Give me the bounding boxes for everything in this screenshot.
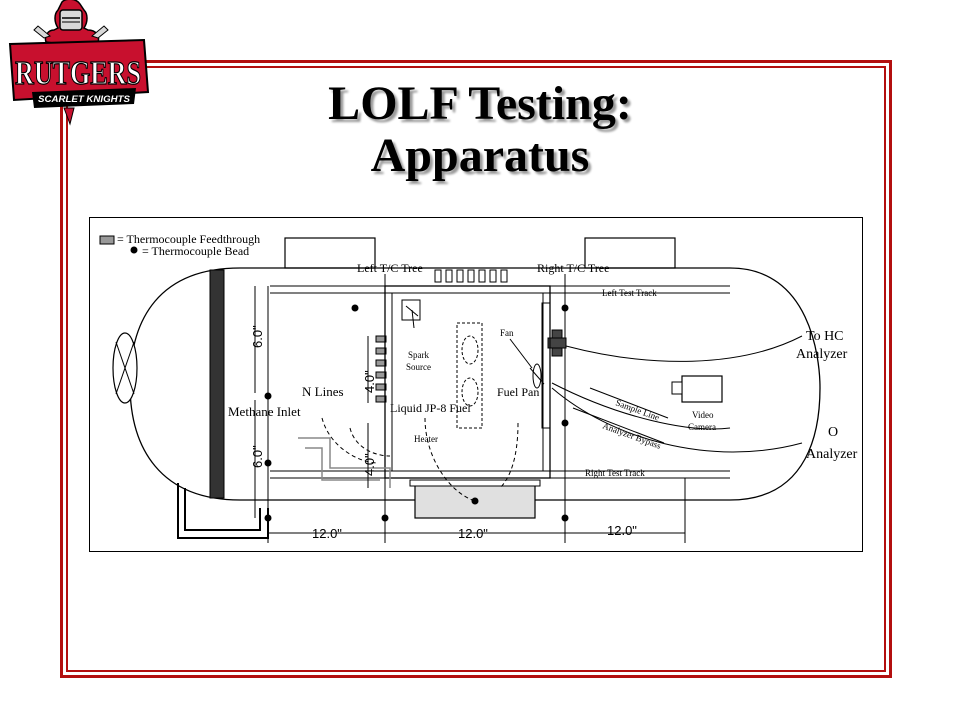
logo-wordmark: RUTGERS	[15, 55, 141, 92]
slide-frame-inner	[66, 66, 886, 672]
n2-piping	[298, 437, 391, 488]
o2-sample-line	[551, 387, 803, 453]
slide-title: LOLF Testing: Apparatus	[180, 78, 780, 182]
n2-lines-label: N Lines	[302, 384, 344, 399]
heater-label: Heater	[414, 434, 438, 444]
sample-line-label: Sample Line	[614, 397, 660, 422]
legend: = Thermocouple Feedthrough = Thermocoupl…	[99, 232, 260, 258]
rutgers-logo: RUTGERS SCARLET KNIGHTS	[8, 0, 150, 126]
title-line-1: LOLF Testing:	[328, 77, 632, 130]
to-hc-analyzer-label-2: Analyzer	[796, 347, 848, 362]
dim-inner-upper: 4.0"	[362, 370, 377, 393]
legend-bead: = Thermocouple Bead	[142, 244, 249, 258]
legend-feedthrough-swatch	[99, 235, 115, 245]
video-camera-label-2: Camera	[688, 422, 716, 432]
apparatus-diagram: = Thermocouple Feedthrough = Thermocoupl…	[89, 217, 863, 552]
title-line-2: Apparatus	[370, 129, 590, 182]
spark-source-label-2: Source	[406, 362, 431, 372]
thermocouple-beads	[264, 304, 569, 522]
o2-analyzer-label-1: O	[828, 425, 838, 440]
left-test-track-label: Left Test Track	[602, 288, 657, 298]
fuel-pan-label: Fuel Pan	[497, 385, 539, 399]
logo-tagline: SCARLET KNIGHTS	[38, 94, 130, 104]
liquid-jp8-fuel-label: Liquid JP-8 Fuel	[390, 401, 471, 415]
analyzer-bypass-label: Analyzer Bypass	[601, 420, 662, 451]
fuel-column	[456, 322, 483, 429]
dim-width-left: 12.0"	[312, 526, 342, 541]
dim-inner-lower: 4.0"	[362, 453, 377, 476]
dim-height-upper: 6.0"	[250, 325, 265, 348]
apparatus-schematic: = Thermocouple Feedthrough = Thermocoupl…	[99, 232, 858, 543]
slide-frame-outer	[60, 60, 892, 678]
video-camera-label-1: Video	[692, 410, 714, 420]
right-top-port	[584, 237, 676, 269]
fan-icon	[532, 363, 542, 389]
spark-source-label-1: Spark	[408, 350, 429, 360]
hc-sample-line	[565, 335, 803, 362]
right-tc-tree-label: Right T/C Tree	[537, 261, 609, 275]
video-camera	[681, 375, 723, 403]
methane-inlet-label: Methane Inlet	[228, 404, 301, 419]
to-hc-analyzer-label-1: To HC	[806, 329, 844, 344]
fan-label: Fan	[500, 328, 514, 338]
left-tc-tree-label: Left T/C Tree	[357, 261, 423, 275]
knight-mascot-icon	[33, 0, 109, 45]
left-wall	[209, 269, 225, 499]
right-test-track-label: Right Test Track	[585, 468, 645, 478]
o2-analyzer-label-2: Analyzer	[806, 447, 858, 462]
tc-feedthrough-stack	[375, 335, 387, 403]
legend-feedthrough: = Thermocouple Feedthrough	[117, 232, 260, 246]
dim-width-right: 12.0"	[607, 523, 637, 538]
left-top-port	[284, 237, 376, 269]
dim-width-center: 12.0"	[458, 526, 488, 541]
legend-bead-dot	[130, 246, 138, 254]
dim-height-lower: 6.0"	[250, 445, 265, 468]
tc-feedthrough-row	[434, 269, 508, 283]
